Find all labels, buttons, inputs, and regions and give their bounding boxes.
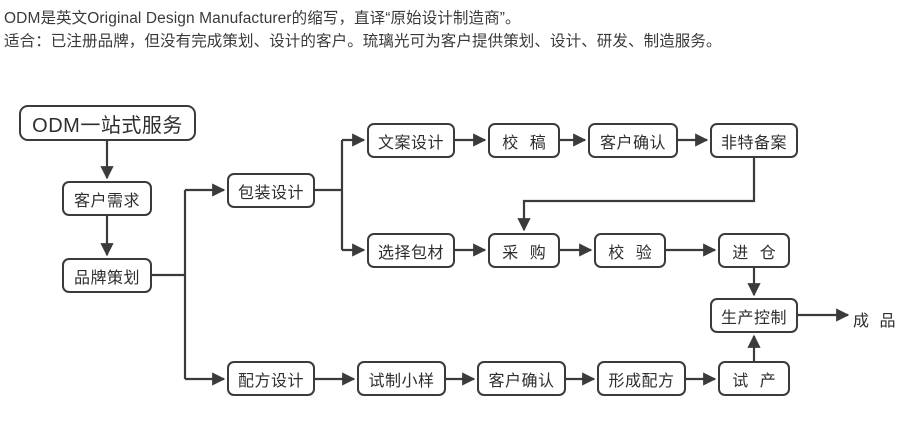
node-formula[interactable]: 配方设计 bbox=[227, 361, 315, 396]
node-label-purchase: 采 购 bbox=[502, 244, 550, 262]
node-confirm2[interactable]: 客户确认 bbox=[477, 361, 566, 396]
node-label-confirm1: 客户确认 bbox=[599, 134, 666, 152]
node-label-copy: 文案设计 bbox=[377, 134, 444, 152]
label-finished: 成 品 bbox=[853, 313, 899, 330]
node-trial[interactable]: 试 产 bbox=[718, 361, 790, 396]
node-label-packaging: 包装设计 bbox=[237, 184, 304, 202]
node-inspect[interactable]: 校 验 bbox=[594, 233, 666, 268]
node-control[interactable]: 生产控制 bbox=[710, 298, 798, 333]
node-label-confirm2: 客户确认 bbox=[488, 372, 555, 390]
node-label-trial: 试 产 bbox=[732, 372, 780, 390]
node-demand[interactable]: 客户需求 bbox=[62, 181, 152, 216]
node-label-recipe: 形成配方 bbox=[608, 372, 675, 390]
node-packaging[interactable]: 包装设计 bbox=[227, 173, 315, 208]
node-label-inspect: 校 验 bbox=[608, 244, 656, 262]
node-label-sample: 试制小样 bbox=[368, 372, 435, 390]
node-copy[interactable]: 文案设计 bbox=[367, 123, 455, 158]
node-recipe[interactable]: 形成配方 bbox=[597, 361, 686, 396]
node-label-proof: 校 稿 bbox=[502, 134, 550, 152]
intro-line-1: ODM是英文Original Design Manufacturer的缩写，直译… bbox=[4, 10, 521, 27]
node-material[interactable]: 选择包材 bbox=[367, 233, 455, 268]
node-label-branding: 品牌策划 bbox=[73, 269, 140, 287]
node-label-demand: 客户需求 bbox=[73, 192, 140, 210]
node-odm[interactable]: ODM一站式服务 bbox=[19, 105, 196, 141]
node-label-formula: 配方设计 bbox=[237, 372, 304, 390]
node-warehouse[interactable]: 进 仓 bbox=[718, 233, 790, 268]
intro-line-2: 适合：已注册品牌，但没有完成策划、设计的客户。琉璃光可为客户提供策划、设计、研发… bbox=[4, 33, 722, 50]
node-label-material: 选择包材 bbox=[377, 244, 444, 262]
edge-filing-to-purchase bbox=[517, 158, 756, 232]
node-proof[interactable]: 校 稿 bbox=[488, 123, 560, 158]
node-branding[interactable]: 品牌策划 bbox=[62, 258, 152, 293]
node-sample[interactable]: 试制小样 bbox=[357, 361, 446, 396]
node-label-filing: 非特备案 bbox=[720, 134, 787, 152]
node-label-odm: ODM一站式服务 bbox=[32, 114, 183, 137]
node-filing[interactable]: 非特备案 bbox=[710, 123, 798, 158]
node-confirm1[interactable]: 客户确认 bbox=[588, 123, 678, 158]
node-purchase[interactable]: 采 购 bbox=[488, 233, 560, 268]
node-label-warehouse: 进 仓 bbox=[732, 244, 780, 262]
node-label-control: 生产控制 bbox=[720, 309, 787, 327]
